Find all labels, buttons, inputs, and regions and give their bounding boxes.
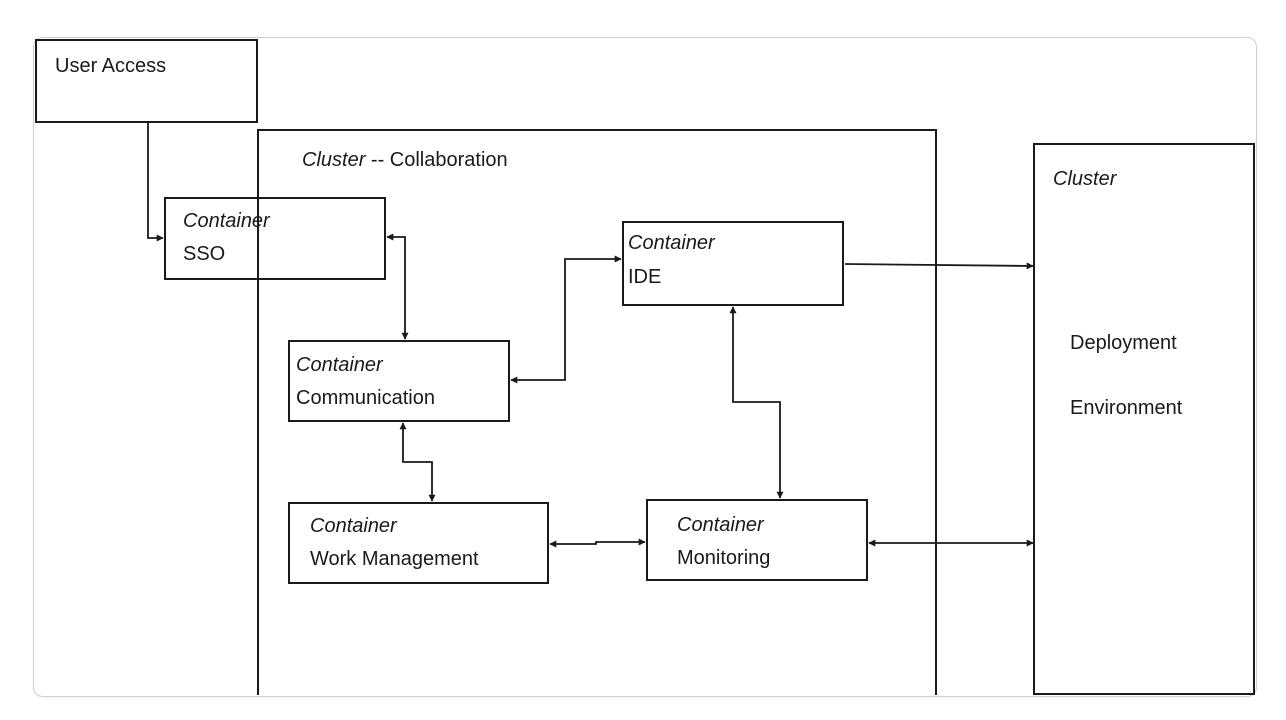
edge-useraccess-sso (147, 123, 164, 242)
user-access-label: User Access (55, 55, 167, 77)
monitoring-container-name: Monitoring (677, 547, 771, 569)
communication-container-name: Communication (296, 387, 435, 409)
work-management-container-type: Container (310, 515, 397, 537)
cluster-separator: -- (365, 149, 390, 171)
work-management-container-name: Work Management (310, 548, 479, 570)
work-management-container (288, 502, 549, 584)
sso-container-type: Container (183, 210, 270, 232)
diagram-card (33, 37, 1257, 697)
sso-container-name: SSO (183, 243, 226, 265)
ide-container (622, 221, 844, 306)
edge-ide-deployment (844, 262, 1034, 270)
ide-container-type: Container (628, 232, 715, 254)
edge-ide-monitoring (729, 306, 784, 499)
ide-container-name: IDE (628, 266, 662, 288)
collaboration-cluster (257, 129, 937, 695)
edge-sso-communication (386, 233, 409, 340)
cluster-name-label: Collaboration (389, 149, 508, 171)
environment-label: Environment (1070, 397, 1183, 419)
deployment-label: Deployment (1070, 332, 1177, 354)
edge-workmanagement-monitoring (549, 538, 646, 548)
sso-container (164, 197, 386, 280)
edge-communication-ide (510, 255, 622, 384)
user-access-box (35, 39, 258, 123)
deployment-cluster (1033, 143, 1255, 695)
collaboration-cluster-title: Cluster -- Collaboration (302, 148, 508, 172)
monitoring-container-type: Container (677, 514, 764, 536)
monitoring-container (646, 499, 868, 581)
communication-container (288, 340, 510, 422)
deployment-cluster-type-label: Cluster (1053, 168, 1117, 190)
communication-container-type: Container (296, 354, 383, 376)
cluster-type-label: Cluster (302, 149, 366, 171)
edge-communication-workmanagement (399, 422, 436, 502)
